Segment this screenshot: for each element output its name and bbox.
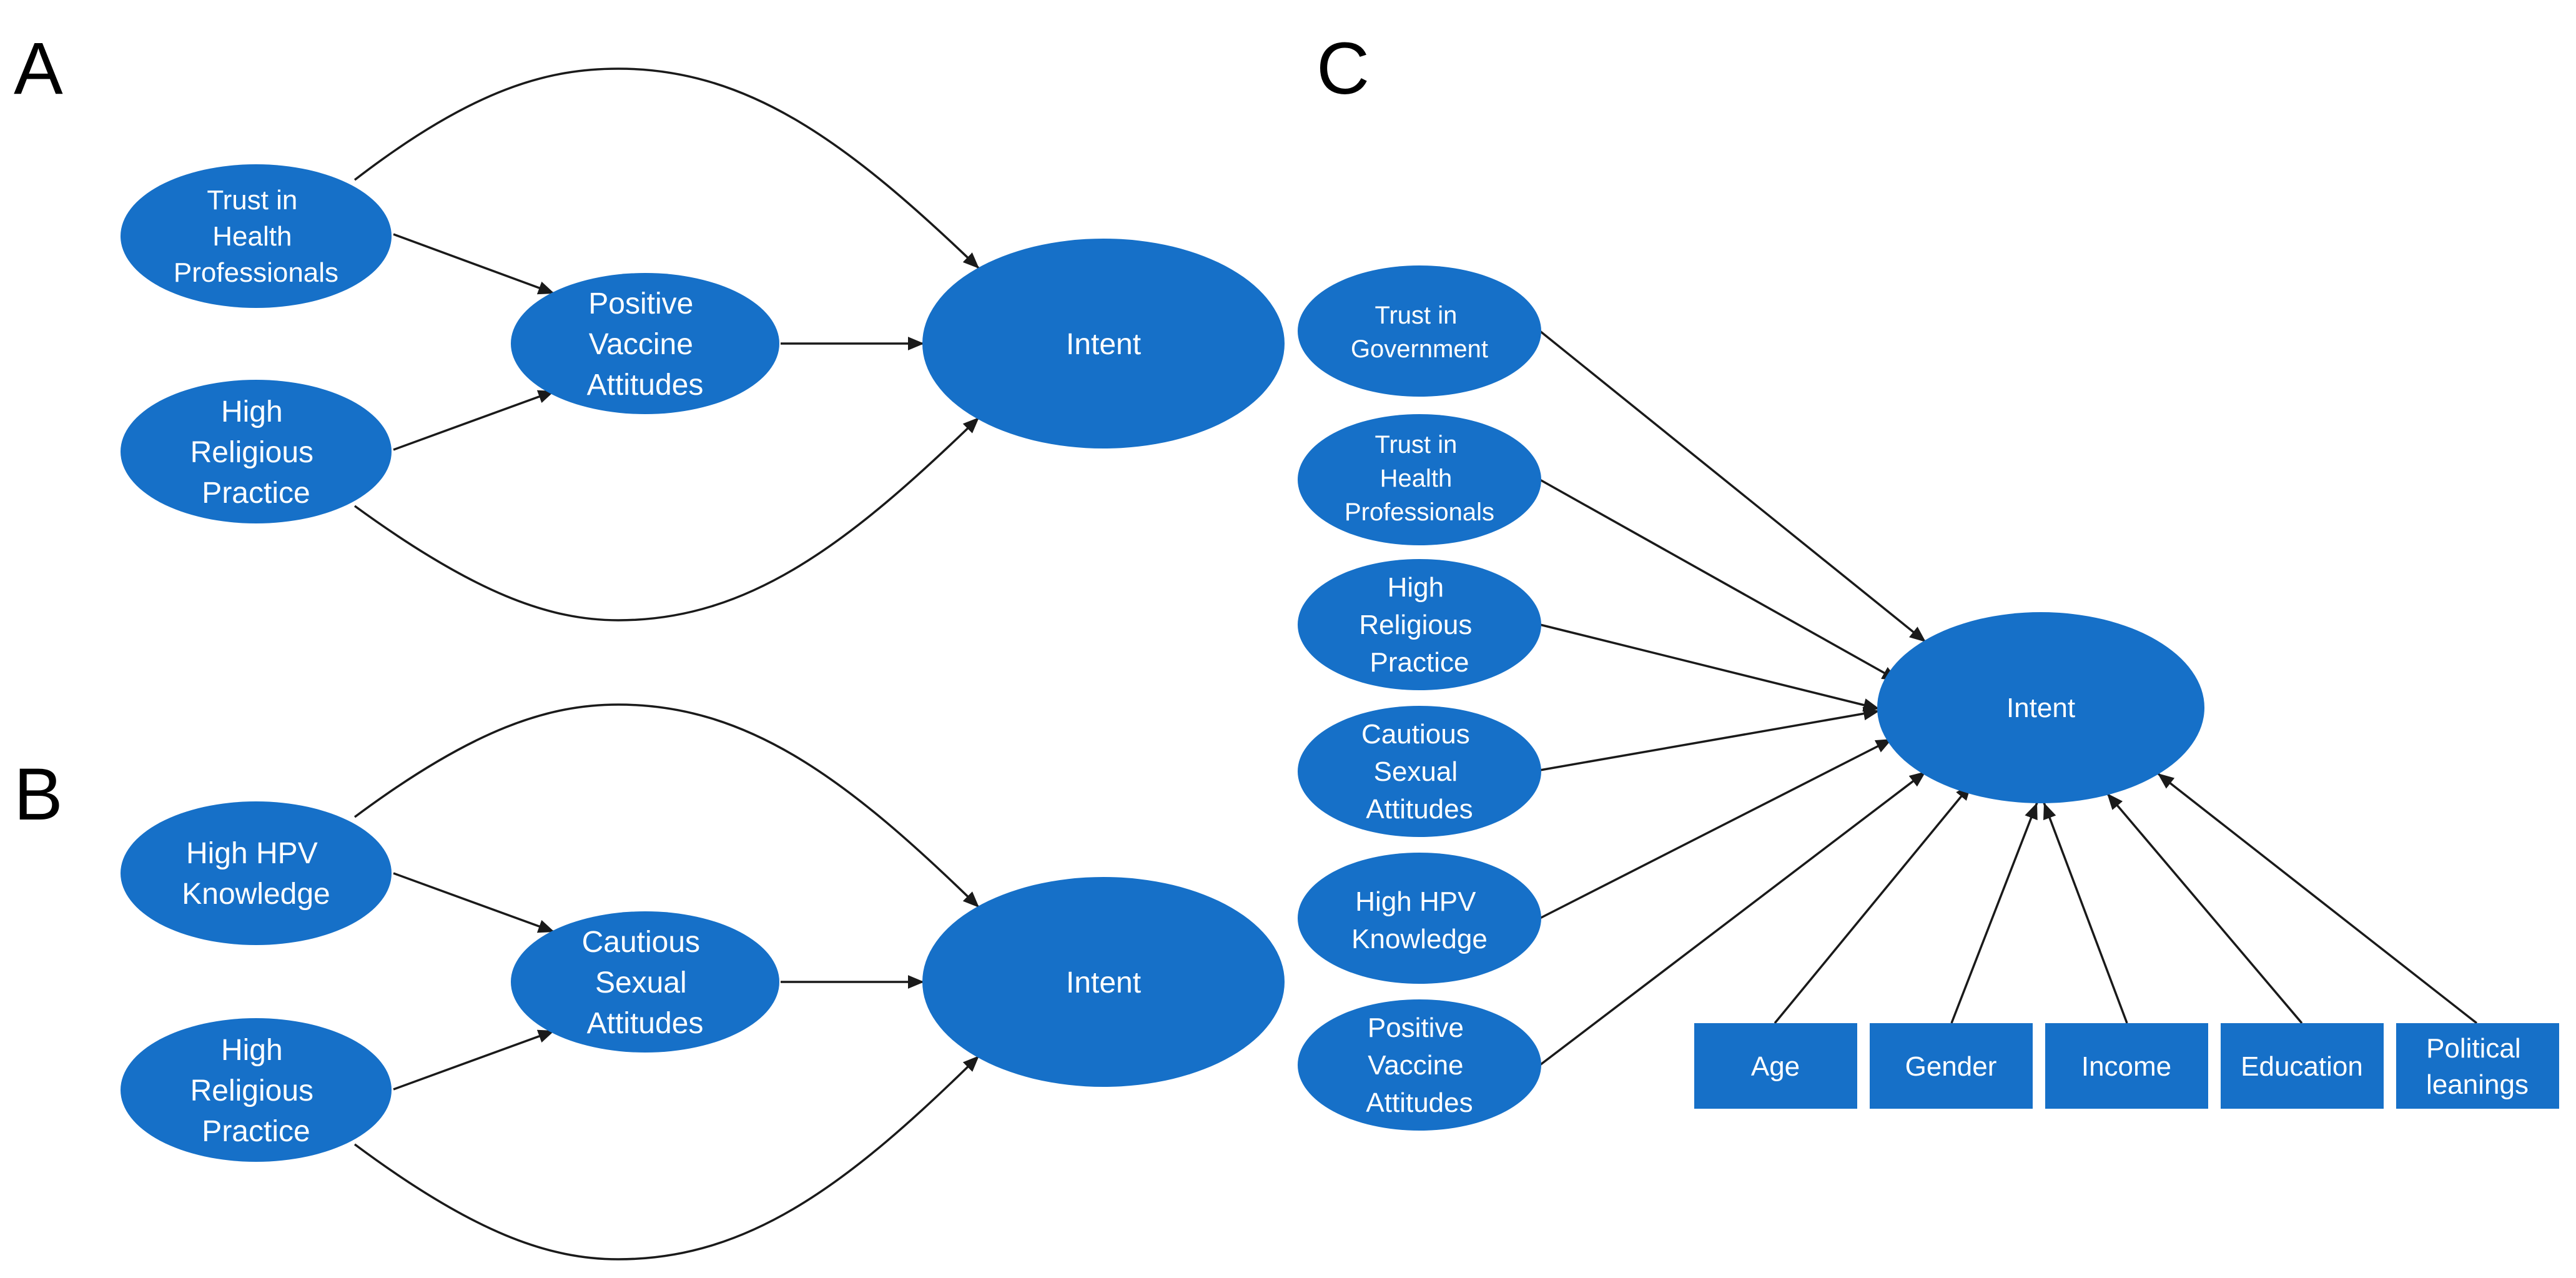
panel-b-edges xyxy=(353,703,980,1261)
node-c-trust-health: Trust in Health Professionals xyxy=(1298,414,1541,545)
node-c-positive-vaccine-attitudes: Positive Vaccine Attitudes xyxy=(1298,999,1541,1131)
svg-text:Income: Income xyxy=(2081,1051,2171,1082)
svg-text:Gender: Gender xyxy=(1905,1051,1997,1082)
node-b-intent: Intent xyxy=(922,877,1285,1087)
svg-text:Intent: Intent xyxy=(1066,328,1141,361)
node-b-high-hpv-knowledge: High HPV Knowledge xyxy=(121,801,392,945)
edge-c-knowledge-to-intent xyxy=(1539,738,1893,919)
edge-a-religious-to-intent xyxy=(353,416,980,622)
node-a-high-religious-practice: High Religious Practice xyxy=(121,380,392,523)
node-c-high-religious-practice: High Religious Practice xyxy=(1298,559,1541,690)
svg-text:Trust in Health Pr: Trust in Health Professionals xyxy=(174,185,338,288)
edge-c-income-to-intent xyxy=(2043,802,2128,1024)
svg-text:Cautious Sexual At: Cautious Sexual Attitudes xyxy=(582,926,709,1040)
covariate-age: Age xyxy=(1694,1023,1857,1109)
node-c-trust-government: Trust in Government xyxy=(1298,265,1541,397)
node-a-trust-health: Trust in Health Professionals xyxy=(121,164,392,308)
edge-c-vaccine-to-intent xyxy=(1539,770,1927,1066)
svg-text:Cautious Sexual At: Cautious Sexual Attitudes xyxy=(1361,719,1478,825)
edge-c-political-to-intent xyxy=(2156,772,2478,1024)
edge-a-trust-to-intent xyxy=(353,67,980,270)
panel-b-label: B xyxy=(14,753,63,836)
edge-c-education-to-intent xyxy=(2106,792,2303,1024)
svg-text:Education: Education xyxy=(2241,1051,2363,1082)
svg-text:Intent: Intent xyxy=(2006,693,2075,723)
edge-b-knowledge-to-sexual xyxy=(393,872,555,933)
svg-text:Age: Age xyxy=(1751,1051,1800,1082)
node-a-intent: Intent xyxy=(922,239,1285,448)
edge-c-sexual-to-intent xyxy=(1539,706,1880,771)
node-a-positive-vaccine-attitudes: Positive Vaccine Attitudes xyxy=(511,273,779,414)
svg-text:High Religious Pra: High Religious Practice xyxy=(190,1034,322,1148)
svg-text:Intent: Intent xyxy=(1066,966,1141,999)
node-b-cautious-sexual-attitudes: Cautious Sexual Attitudes xyxy=(511,911,779,1053)
svg-text:Trust in Government: Trust in Government xyxy=(1351,302,1488,363)
node-c-high-hpv-knowledge: High HPV Knowledge xyxy=(1298,853,1541,984)
edge-a-religious-to-attitudes xyxy=(393,390,555,451)
edge-a-trust-to-attitudes xyxy=(393,233,555,295)
edge-c-health-to-intent xyxy=(1539,478,1899,682)
edge-b-knowledge-to-intent xyxy=(353,703,980,909)
svg-text:Positive Vaccine A: Positive Vaccine Attitudes xyxy=(1366,1013,1473,1118)
edge-c-gender-to-intent xyxy=(1950,802,2038,1024)
covariate-political-leanings: Political leanings xyxy=(2396,1023,2559,1109)
node-c-intent: Intent xyxy=(1877,612,2204,803)
edge-c-religious-to-intent xyxy=(1539,623,1880,712)
svg-text:High Religious Pra: High Religious Practice xyxy=(1359,572,1479,678)
svg-text:High HPV Knowledge: High HPV Knowledge xyxy=(1351,886,1488,954)
node-b-high-religious-practice: High Religious Practice xyxy=(121,1018,392,1162)
edge-b-religious-to-sexual xyxy=(393,1029,555,1091)
node-c-cautious-sexual-attitudes: Cautious Sexual Attitudes xyxy=(1298,706,1541,837)
covariate-education: Education xyxy=(2221,1023,2384,1109)
svg-text:Political leanings: Political leanings xyxy=(2426,1033,2529,1100)
panel-c-label: C xyxy=(1316,27,1369,110)
edge-c-government-to-intent xyxy=(1539,330,1927,643)
panel-a-edges xyxy=(353,67,980,622)
covariate-gender: Gender xyxy=(1870,1023,2033,1109)
panel-c-edges xyxy=(1539,330,2478,1066)
svg-text:Positive Vaccine A: Positive Vaccine Attitudes xyxy=(587,287,704,402)
covariate-income: Income xyxy=(2045,1023,2208,1109)
edge-c-age-to-intent xyxy=(1774,783,1973,1024)
svg-text:Trust in Health Pr: Trust in Health Professionals xyxy=(1345,431,1494,526)
svg-text:High HPV Knowledge: High HPV Knowledge xyxy=(182,837,330,911)
svg-text:High Religious Pra: High Religious Practice xyxy=(190,395,322,510)
edge-b-religious-to-intent xyxy=(353,1054,980,1261)
panel-a-label: A xyxy=(14,27,63,110)
